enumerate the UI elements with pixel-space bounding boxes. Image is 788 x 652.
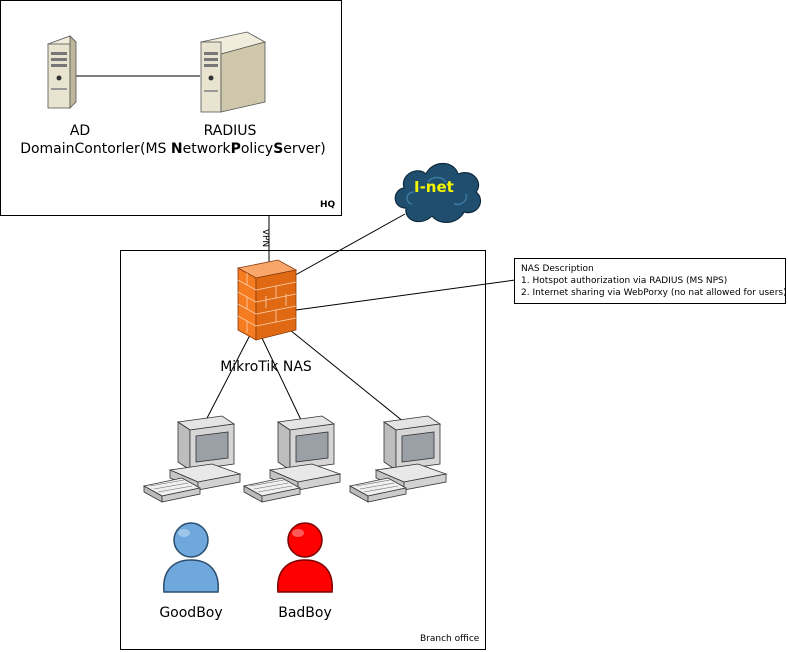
user-icon [163, 522, 219, 593]
radius-label-part: etwork [182, 141, 231, 157]
nas-pc3-link [289, 329, 405, 423]
note-line: 1. Hotspot authorization via RADIUS (MS … [521, 276, 728, 286]
ad-server-icon [47, 35, 77, 109]
user-name: GoodBoy [159, 605, 223, 621]
workstation-icon [348, 415, 448, 503]
ad-label-line1: AD [69, 123, 91, 139]
user-name: BadBoy [278, 605, 332, 621]
radius-label-part: S [273, 141, 284, 157]
radius-label-part: (MS [140, 141, 171, 157]
vpn-label: VPN [260, 228, 271, 248]
workstation-icon [142, 415, 242, 503]
hq-label: HQ [320, 200, 336, 210]
radius-label-part: olicy [240, 141, 274, 157]
branch-boundary [120, 250, 486, 650]
radius-server-icon [199, 31, 267, 113]
workstation-icon [242, 415, 342, 503]
cloud-icon [394, 162, 481, 223]
nas-description-note: NAS Description 1. Hotspot authorization… [514, 258, 787, 304]
radius-label-part: erver) [283, 141, 326, 157]
firewall-icon [236, 259, 298, 341]
hq-boundary [0, 0, 342, 216]
radius-label-line2: (MS NetworkPolicyServer) [140, 140, 326, 158]
nas-note-link [295, 279, 516, 311]
ad-label-line2: DomainContorler [20, 141, 140, 157]
branch-label: Branch office [420, 634, 480, 644]
radius-label-part: P [230, 141, 241, 157]
user-icon [277, 522, 333, 593]
radius-label-part: N [170, 141, 183, 157]
note-title: NAS Description [521, 264, 594, 274]
nas-inet-link [289, 213, 406, 279]
cloud-label: I-net [414, 178, 454, 196]
nas-pc2-link [261, 337, 303, 423]
radius-label-line1: RADIUS [203, 123, 257, 139]
nas-label: MikroTik NAS [220, 359, 312, 375]
nas-pc1-link [204, 334, 251, 423]
note-line: 2. Internet sharing via WebPorxy (no nat… [521, 288, 787, 298]
